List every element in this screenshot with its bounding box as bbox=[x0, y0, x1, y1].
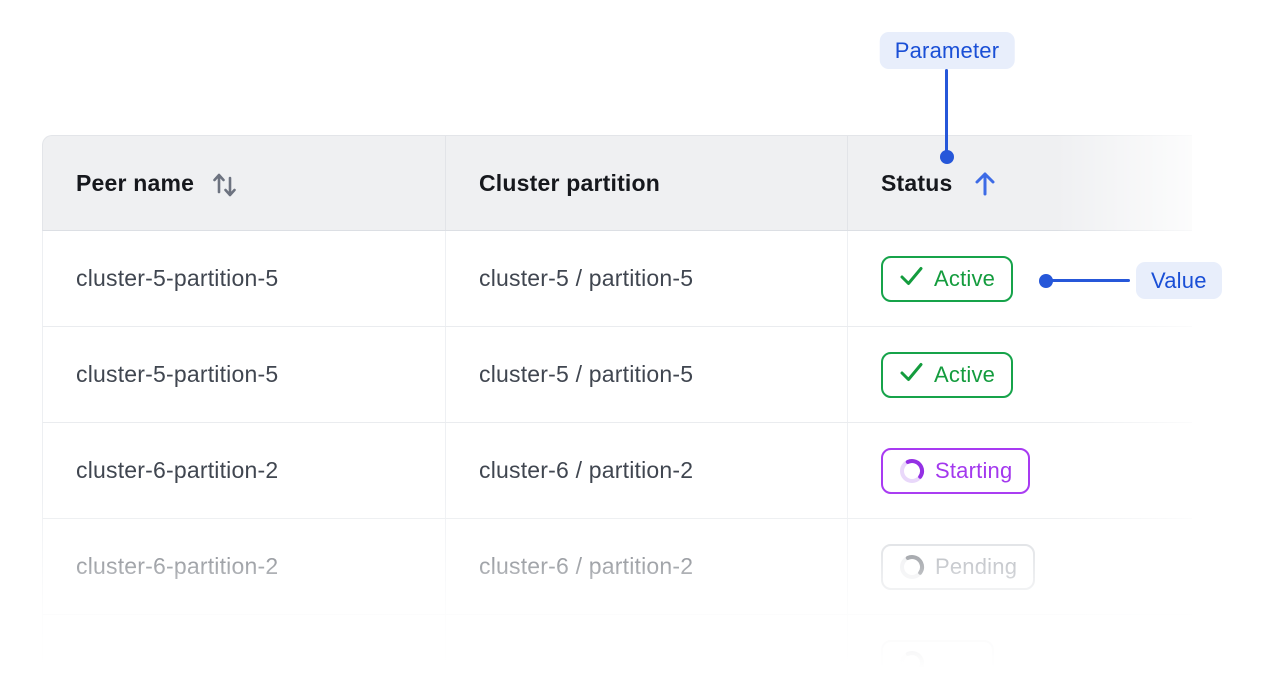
column-header-label: Status bbox=[881, 169, 953, 196]
cluster-partition-cell: cluster-5 / partition-5 bbox=[446, 231, 848, 326]
column-header-status[interactable]: Status bbox=[848, 136, 1192, 230]
parameter-connector-dot bbox=[940, 150, 954, 164]
value-connector-dot bbox=[1039, 274, 1053, 288]
status-badge-label: Active bbox=[934, 361, 996, 387]
peer-name-cell: cluster-5-partition-5 bbox=[43, 231, 446, 326]
status-badge-label: Pending bbox=[935, 553, 1018, 579]
status-cell: Starting bbox=[848, 423, 1192, 518]
cluster-partition-cell bbox=[446, 615, 848, 688]
spinner-icon bbox=[899, 458, 925, 484]
status-badge-pending: Pending bbox=[881, 543, 1036, 590]
peer-name-cell: cluster-6-partition-2 bbox=[43, 519, 446, 614]
spinner-icon bbox=[899, 650, 925, 676]
spinner-icon bbox=[899, 554, 925, 580]
table-row: cluster-5-partition-5 cluster-5 / partit… bbox=[42, 327, 1192, 423]
peer-name-cell: cluster-5-partition-5 bbox=[43, 327, 446, 422]
table-header-row: Peer name Cluster partition Status bbox=[42, 135, 1192, 231]
value-connector-line bbox=[1048, 279, 1130, 282]
sort-ascending-arrow-icon bbox=[972, 167, 998, 199]
status-cell bbox=[848, 615, 1192, 688]
peers-table: Peer name Cluster partition Status bbox=[42, 135, 1192, 688]
column-header-label: Peer name bbox=[76, 169, 195, 196]
column-header-cluster-partition[interactable]: Cluster partition bbox=[446, 136, 848, 230]
status-cell: Active bbox=[848, 231, 1192, 326]
peer-name-cell: cluster-6-partition-2 bbox=[43, 423, 446, 518]
peer-name-cell bbox=[43, 615, 446, 688]
sort-updown-icon bbox=[209, 167, 239, 199]
parameter-connector-line bbox=[945, 69, 948, 152]
status-badge-label: Active bbox=[934, 265, 996, 291]
status-badge-label: Starting bbox=[935, 457, 1013, 483]
column-header-label: Cluster partition bbox=[479, 169, 661, 196]
column-header-peer-name[interactable]: Peer name bbox=[43, 136, 446, 230]
status-cell: Active bbox=[848, 327, 1192, 422]
table-row: cluster-6-partition-2 cluster-6 / partit… bbox=[42, 423, 1192, 519]
status-badge-active: Active bbox=[881, 351, 1014, 398]
status-badge-starting: Starting bbox=[881, 447, 1031, 494]
table-row: cluster-5-partition-5 cluster-5 / partit… bbox=[42, 231, 1192, 327]
table-row: cluster-6-partition-2 cluster-6 / partit… bbox=[42, 519, 1192, 615]
status-badge-pending bbox=[881, 639, 994, 686]
status-cell: Pending bbox=[848, 519, 1192, 614]
cluster-partition-cell: cluster-5 / partition-5 bbox=[446, 327, 848, 422]
table-row bbox=[42, 615, 1192, 688]
cluster-partition-cell: cluster-6 / partition-2 bbox=[446, 423, 848, 518]
parameter-annotation-label: Parameter bbox=[879, 32, 1015, 69]
check-icon bbox=[899, 265, 924, 293]
value-annotation-label: Value bbox=[1136, 262, 1222, 299]
cluster-partition-cell: cluster-6 / partition-2 bbox=[446, 519, 848, 614]
check-icon bbox=[899, 361, 924, 389]
status-badge-active: Active bbox=[881, 255, 1014, 302]
